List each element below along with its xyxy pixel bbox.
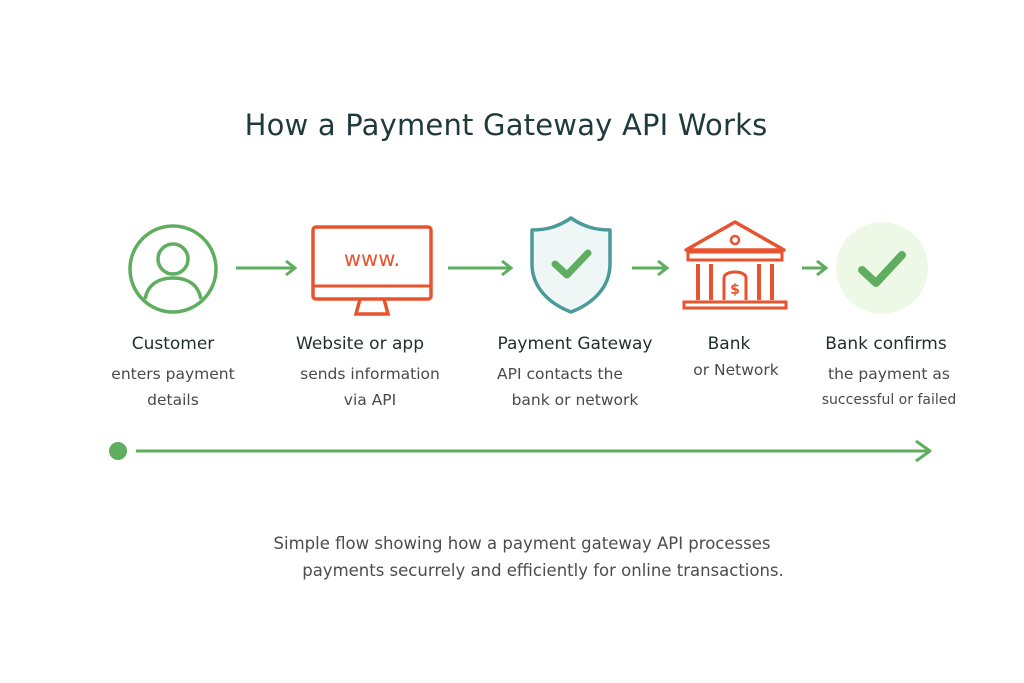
step-bank: Bank or Network xyxy=(641,334,831,383)
step-confirm: Bank confirms the payment as successful … xyxy=(791,334,981,413)
diagram-title: How a Payment Gateway API Works xyxy=(244,108,768,142)
monitor-www-icon: www. xyxy=(311,225,433,316)
user-icon xyxy=(128,224,218,314)
flow-arrow-1 xyxy=(236,259,298,277)
flow-arrow-2 xyxy=(448,259,514,277)
check-circle-icon xyxy=(836,222,928,314)
flow-arrow-4 xyxy=(802,259,829,277)
step-title: Bank xyxy=(707,334,751,354)
step-description: the payment as successful or failed xyxy=(821,365,957,408)
step-title: Customer xyxy=(131,334,215,354)
step-title: Payment Gateway xyxy=(497,334,653,354)
step-description: enters payment details xyxy=(111,365,235,409)
step-title: Website or app xyxy=(296,334,424,354)
step-description: API contacts the bank or network xyxy=(497,365,639,409)
step-website: Website or app sends information via API xyxy=(265,334,455,413)
step-description: sends information via API xyxy=(300,365,440,409)
flow-arrow-3 xyxy=(632,259,670,277)
www-label: www. xyxy=(344,247,400,271)
svg-text:$: $ xyxy=(730,282,740,298)
bank-icon: $ xyxy=(682,220,788,310)
step-title: Bank confirms xyxy=(825,334,947,354)
caption-line-2: payments securrely and efficiently for o… xyxy=(302,561,784,580)
caption-line-1: Simple flow showing how a payment gatewa… xyxy=(273,534,771,553)
step-gateway: Payment Gateway API contacts the bank or… xyxy=(480,334,670,413)
shield-check-icon xyxy=(530,216,612,314)
caption: Simple flow showing how a payment gatewa… xyxy=(0,530,1024,584)
step-customer: Customer enters payment details xyxy=(78,334,268,413)
step-description: or Network xyxy=(693,361,779,379)
timeline-arrow xyxy=(109,439,932,463)
timeline-start-dot xyxy=(109,442,127,460)
